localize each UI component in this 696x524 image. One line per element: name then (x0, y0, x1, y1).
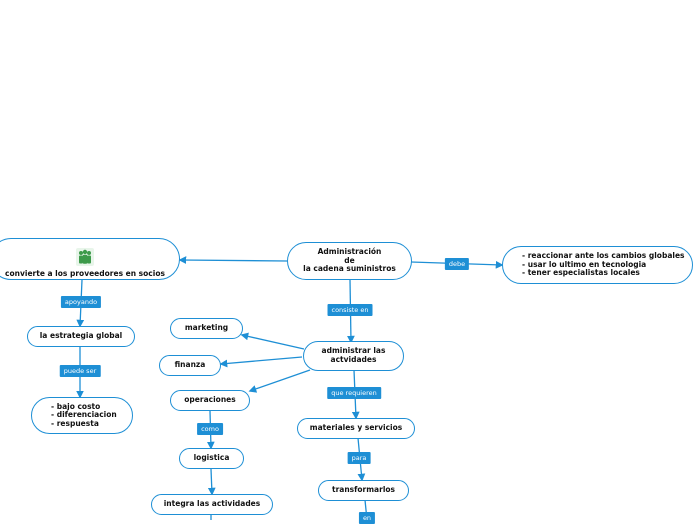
label-debe[interactable]: debe (444, 258, 470, 270)
node-transformarlos[interactable]: transformarlos (318, 480, 409, 501)
node-estrategia-text: la estrategia global (39, 331, 123, 341)
label-como[interactable]: como (197, 423, 223, 435)
root-node-text: Administración de la cadena suministros (303, 247, 396, 274)
node-integra-text: integra las actividades (163, 499, 261, 509)
node-bajo-costo[interactable]: - bajo costo - diferenciacion - respuest… (31, 397, 133, 434)
node-materiales-servicios[interactable]: materiales y servicios (297, 418, 415, 439)
root-node-administracion[interactable]: Administración de la cadena suministros (287, 242, 412, 280)
node-integra-actividades[interactable]: integra las actividades (151, 494, 273, 515)
label-en[interactable]: en (358, 512, 376, 524)
node-socios-text: convierte a los proveedores en socios (5, 269, 165, 279)
node-finanza-text: finanza (174, 360, 206, 370)
node-marketing[interactable]: marketing (170, 318, 243, 339)
edge-root-to-socios (178, 256, 288, 264)
label-consiste-en[interactable]: consiste en (327, 304, 373, 316)
node-operaciones[interactable]: operaciones (170, 390, 250, 411)
people-group-icon (76, 239, 94, 268)
label-puede-ser[interactable]: puede ser (59, 365, 101, 377)
node-socios[interactable]: convierte a los proveedores en socios (0, 238, 180, 280)
node-transformarlos-text: transformarlos (331, 485, 396, 495)
node-materiales-text: materiales y servicios (309, 423, 403, 433)
edge-administrar-to-operaciones (248, 369, 311, 393)
node-administrar-text: administrar las actvidades (321, 346, 386, 364)
node-estrategia-global[interactable]: la estrategia global (27, 326, 135, 347)
node-cambios-text: - reaccionar ante los cambios globales -… (522, 251, 685, 278)
node-cambios-globales[interactable]: - reaccionar ante los cambios globales -… (502, 246, 693, 284)
node-logistica[interactable]: logistica (179, 448, 244, 469)
edge-administrar-to-marketing (240, 332, 305, 350)
node-administrar-actividades[interactable]: administrar las actvidades (303, 341, 404, 371)
label-apoyando[interactable]: apoyando (60, 296, 102, 308)
node-operaciones-text: operaciones (184, 395, 236, 405)
edge-logistica-to-integra (207, 468, 216, 496)
edge-administrar-to-finanza (219, 356, 303, 368)
node-marketing-text: marketing (184, 323, 229, 333)
label-que-requieren[interactable]: que requieren (327, 387, 381, 399)
node-bajo-costo-text: - bajo costo - diferenciacion - respuest… (51, 401, 117, 428)
node-finanza[interactable]: finanza (159, 355, 221, 376)
label-para[interactable]: para (347, 452, 371, 464)
node-logistica-text: logistica (193, 453, 230, 463)
